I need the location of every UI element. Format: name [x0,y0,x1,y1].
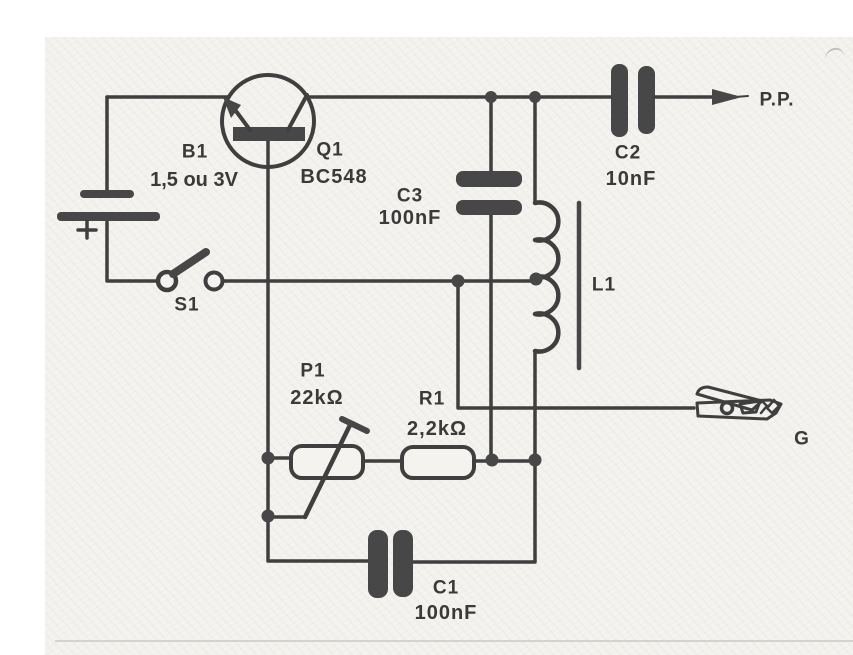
label-c1-ref: C1 [432,577,460,599]
battery-plus-sign [76,219,98,240]
clip-teeth [759,398,781,415]
capacitor-c2-symbol [611,64,655,137]
c3-plate-top [456,171,522,187]
output-arrow [653,89,749,105]
battery-plate-long [57,212,160,221]
junction-dot [529,91,541,103]
wire-coil-bottom [411,349,537,564]
junction-dot [529,272,543,286]
junction-dot [528,453,542,467]
label-l1-ref: L1 [591,274,617,296]
label-c2-ref: C2 [614,142,642,164]
battery-symbol [57,190,160,240]
wires [105,95,696,564]
scan-edge-line [55,640,853,642]
output-arrowhead [712,89,742,105]
transistor-emitter-arrow [223,97,241,118]
c2-plate-left [611,64,628,137]
battery-plate-short [80,190,134,198]
c3-plate-bottom [456,200,522,215]
c1-plate-left [368,530,388,598]
clip-lower-body [695,398,783,421]
alligator-clip-symbol [695,385,783,421]
resistor-r1-body [400,445,476,480]
label-r1-value: 2,2kΩ [407,418,467,440]
junction-dot [261,451,275,465]
p1-wiper-arm [302,420,354,520]
p1-body [289,444,365,480]
label-c3-ref: C3 [396,185,424,207]
clip-rivet-hole [719,400,735,416]
c1-plate-right [393,530,413,597]
junction-dots [261,91,543,523]
switch-symbol [155,248,225,293]
junction-dot [451,274,465,288]
c2-plate-right [638,66,655,134]
clip-upper-arm [695,385,764,412]
switch-lever [169,248,210,278]
junction-dot [261,509,275,523]
label-r1-ref: R1 [418,388,446,410]
p1-wiper-tip-bar [339,416,370,434]
junction-dot [485,91,497,103]
label-c1-value: 100nF [414,602,478,624]
transistor-collector-lead [286,93,309,132]
label-ground-clip: G [794,428,810,450]
capacitor-c3-symbol [456,171,522,215]
clip-cutout [738,399,762,415]
label-s1-ref: S1 [174,294,200,316]
label-probe-output: P.P. [759,89,795,111]
label-p1-value: 22kΩ [290,387,344,409]
label-q1-ref: Q1 [316,139,344,161]
switch-pole-right [203,270,225,292]
transistor-body [220,73,316,169]
transistor-symbol [220,73,316,169]
potentiometer-symbol [289,416,370,520]
label-q1-part: BC548 [300,166,368,188]
coil-symbol [532,200,582,371]
label-p1-ref: P1 [300,360,326,382]
label-c2-value: 10nF [605,168,657,190]
junction-dot [485,453,499,467]
wire-clip-branch [456,279,696,410]
wire-battery-bottom [105,220,159,283]
label-b1-ref: B1 [181,141,209,163]
transistor-base-bar [233,127,305,141]
paper-background [45,37,853,655]
wire-base-lead [266,139,370,563]
capacitor-c1-symbol [368,530,413,598]
label-c3-value: 100nF [378,207,442,229]
label-b1-value: 1,5 ou 3V [150,169,238,191]
